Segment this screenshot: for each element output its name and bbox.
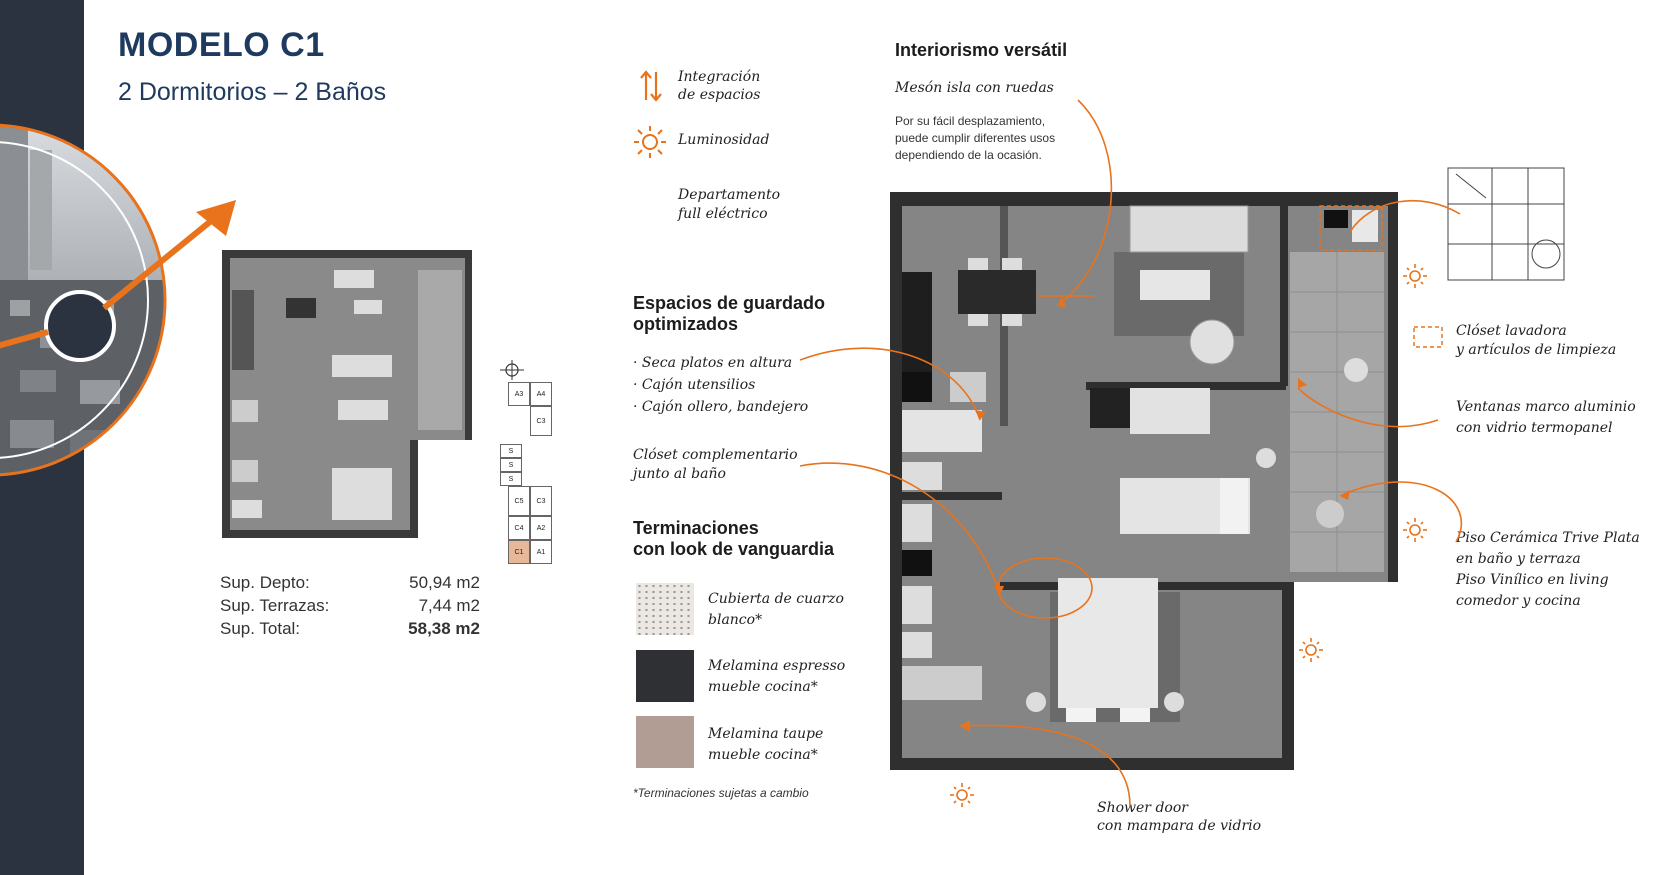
building-unit-a3: A3 (508, 382, 530, 406)
surfaces-table: Sup. Depto: 50,94 m2 Sup. Terrazas: 7,44… (220, 573, 480, 642)
city-photo-graphic (0, 123, 236, 477)
page-title: MODELO C1 (118, 26, 325, 64)
swatch-cuarzo-label: Cubierta de cuarzo blanco* (708, 591, 844, 628)
sun-icon (1402, 517, 1428, 543)
guardado-list: · Seca platos en altura · Cajón utensili… (633, 352, 808, 418)
swatch-cuarzo (636, 583, 694, 635)
sun-icon (949, 782, 975, 808)
sketch-lavadora (1447, 167, 1565, 281)
annotation-piso: Piso Cerámica Trive Plata en baño y terr… (1456, 530, 1640, 609)
interiorismo-subtitle: Mesón isla con ruedas (895, 80, 1054, 96)
closet-complementario-label: Clóset complementario junto al baño (633, 447, 798, 482)
sun-icon (1402, 263, 1428, 289)
legend-full-electrico-label: Departamento full eléctrico (678, 187, 781, 222)
guardado-item: · Cajón utensilios (633, 377, 756, 393)
legend-integracion-icon (638, 68, 664, 109)
building-unit-s: S (500, 458, 522, 472)
building-unit-s: S (500, 444, 522, 458)
legend-integracion-label: Integración de espacios (678, 69, 761, 103)
building-unit-s: S (500, 472, 522, 486)
terminaciones-note: *Terminaciones sujetas a cambio (633, 786, 809, 800)
annotation-closet-lavadora: Clóset lavadora y artículos de limpieza (1456, 323, 1617, 358)
main-floor-plan (890, 192, 1398, 770)
surface-row-total: Sup. Total: 58,38 m2 (220, 619, 480, 638)
swatch-taupe-label: Melamina taupe mueble cocina* (708, 726, 824, 763)
building-unit-c5: C5 (508, 486, 530, 516)
swatch-taupe (636, 716, 694, 768)
building-unit-c1: C1 (508, 540, 530, 564)
building-unit-a2: A2 (530, 516, 552, 540)
legend-luminosidad-label: Luminosidad (678, 132, 770, 148)
annotation-shower: Shower door con mampara de vidrio (1097, 800, 1262, 834)
surface-row-terrazas: Sup. Terrazas: 7,44 m2 (220, 596, 480, 615)
guardado-item: · Cajón ollero, bandejero (633, 399, 809, 415)
swatch-espresso-label: Melamina espresso mueble cocina* (708, 658, 846, 695)
interiorismo-heading: Interiorismo versátil (895, 40, 1068, 60)
sun-icon (1298, 637, 1324, 663)
building-unit-a4: A4 (530, 382, 552, 406)
legend-sun-icon (632, 124, 668, 165)
building-unit-a1: A1 (530, 540, 552, 564)
building-unit-c3: C3 (530, 486, 552, 516)
small-floor-plan (222, 250, 472, 538)
building-unit-c4: C4 (508, 516, 530, 540)
page-subtitle: 2 Dormitorios – 2 Baños (118, 78, 387, 106)
building-key-map (500, 360, 524, 380)
closet-dashed-icon (1413, 326, 1443, 353)
guardado-heading: Espacios de guardado optimizados (633, 293, 826, 334)
compass-icon (500, 360, 524, 380)
interiorismo-description: Por su fácil desplazamiento, puede cumpl… (895, 114, 1056, 162)
building-unit-c3: C3 (530, 406, 552, 436)
terminaciones-heading: Terminaciones con look de vanguardia (633, 518, 835, 559)
surface-row-depto: Sup. Depto: 50,94 m2 (220, 573, 480, 592)
swatch-espresso (636, 650, 694, 702)
annotation-ventanas: Ventanas marco aluminio con vidrio termo… (1456, 399, 1636, 436)
guardado-item: · Seca platos en altura (633, 355, 793, 371)
